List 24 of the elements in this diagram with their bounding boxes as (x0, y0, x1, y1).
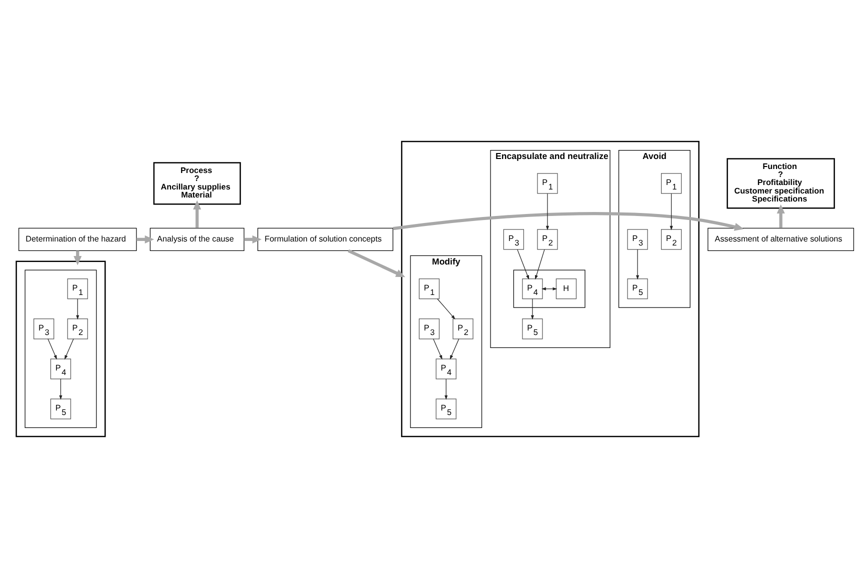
arrow (530, 298, 534, 320)
arrow (534, 248, 545, 280)
cluster (401, 140, 700, 437)
cluster (16, 260, 106, 437)
arrow (636, 248, 640, 280)
arrow (136, 234, 154, 243)
arrow (444, 378, 448, 400)
arrow (517, 248, 530, 280)
arrow (348, 248, 406, 277)
arrow (392, 212, 744, 230)
arrow (193, 200, 202, 228)
arrow (776, 204, 785, 228)
arrow (244, 234, 262, 243)
arrow (546, 192, 549, 230)
arrow (64, 338, 74, 360)
arrow (48, 338, 57, 360)
arrow (450, 338, 460, 360)
cluster (24, 269, 97, 428)
arrow (59, 378, 62, 400)
arrow (670, 192, 673, 230)
arrow (433, 338, 442, 360)
arrow (437, 298, 456, 319)
cluster (513, 269, 586, 308)
arrow (76, 298, 80, 320)
